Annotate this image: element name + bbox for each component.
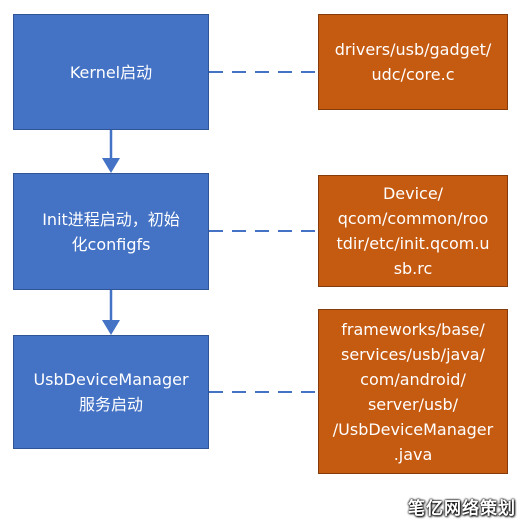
step-label: Init进程启动，初始 化configfs (42, 209, 180, 254)
step-label: UsbDeviceManager 服务启动 (33, 370, 189, 414)
source-label: frameworks/base/ services/usb/java/ com/… (332, 319, 494, 464)
step-init-process: Init进程启动，初始 化configfs (13, 173, 209, 290)
watermark: 笔亿网络策划 (408, 499, 516, 519)
source-label: drivers/usb/gadget/ udc/core.c (334, 40, 492, 84)
flow-arrow-1-head (102, 158, 120, 173)
step-kernel-start: Kernel启动 (13, 14, 209, 130)
source-file-usb-device-manager-java: frameworks/base/ services/usb/java/ com/… (318, 309, 508, 474)
source-label: Device/ qcom/common/roo tdir/etc/init.qc… (336, 184, 490, 278)
source-file-core-c: drivers/usb/gadget/ udc/core.c (318, 14, 508, 110)
step-label: Kernel启动 (69, 62, 153, 82)
flow-arrow-2-head (102, 320, 120, 335)
step-usb-device-manager: UsbDeviceManager 服务启动 (13, 335, 209, 449)
source-file-init-rc: Device/ qcom/common/roo tdir/etc/init.qc… (318, 175, 508, 287)
